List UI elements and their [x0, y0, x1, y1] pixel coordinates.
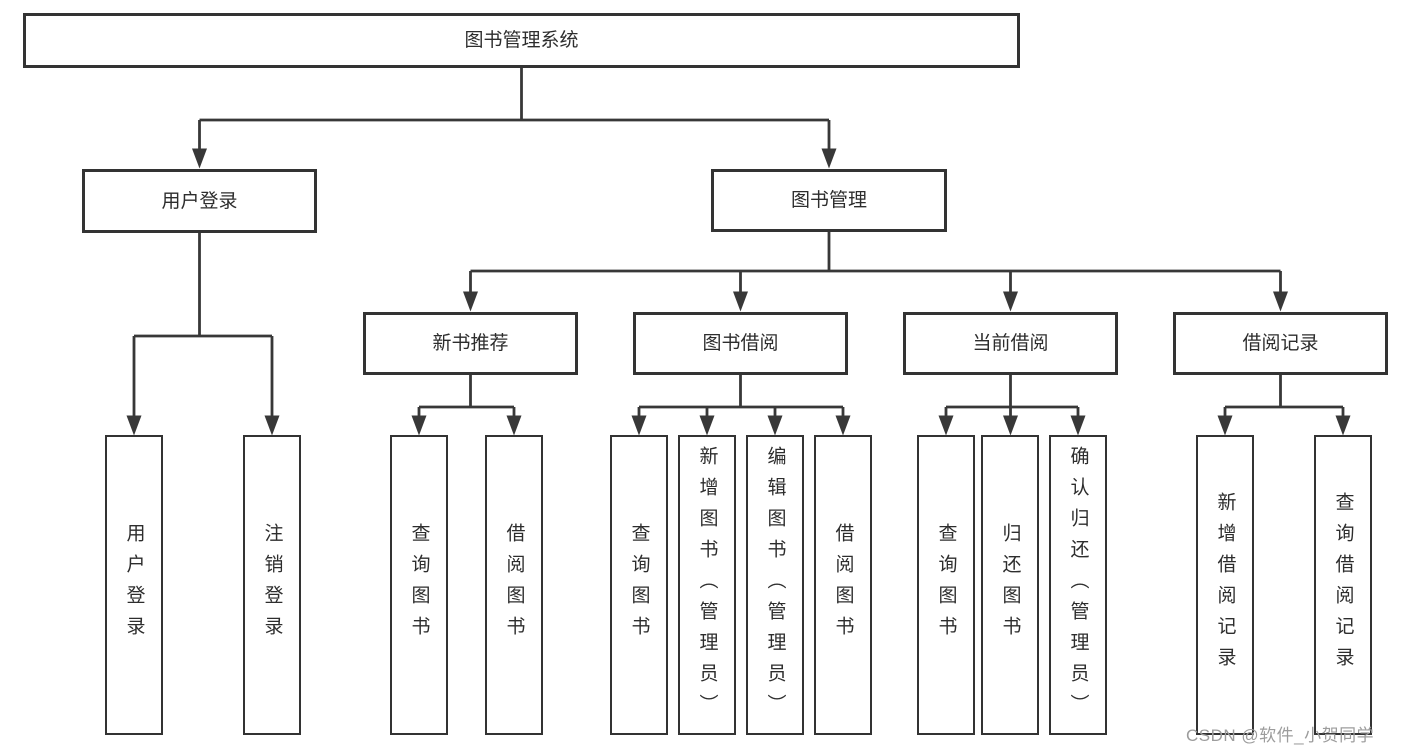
node-label: 注销登录 — [261, 523, 283, 647]
node-label: 查询借阅记录 — [1332, 492, 1354, 678]
node-label: 借阅记录 — [1242, 333, 1319, 354]
node-label: 图书借阅 — [702, 333, 779, 354]
leaf-add-book-admin: 新增图书（管理员） — [678, 435, 736, 735]
leaf-query-books-borrow: 查询图书 — [610, 435, 668, 735]
arrow-down-icon — [835, 415, 851, 436]
arrow-down-icon — [1217, 415, 1233, 436]
leaf-add-borrow-record: 新增借阅记录 — [1196, 435, 1254, 735]
arrow-down-icon — [1003, 291, 1018, 312]
leaf-confirm-return-admin: 确认归还（管理员） — [1049, 435, 1107, 735]
arrow-down-icon — [938, 415, 954, 436]
connector-root-to-level2 — [192, 68, 837, 169]
connector-new-book-recommend-to-leaves — [411, 375, 522, 436]
node-label: 查询图书 — [408, 523, 430, 647]
node-label: 确认归还（管理员） — [1067, 445, 1089, 725]
node-label: 新书推荐 — [432, 333, 509, 354]
node-label: 用户登录 — [123, 523, 145, 647]
arrow-down-icon — [126, 415, 142, 436]
arrow-down-icon — [733, 291, 748, 312]
arrow-down-icon — [699, 415, 715, 436]
arrow-down-icon — [1335, 415, 1351, 436]
connector-book-management-to-level3 — [463, 232, 1288, 312]
connector-borrow-records-to-leaves — [1217, 375, 1351, 436]
node-label: 借阅图书 — [503, 523, 525, 647]
leaf-borrow-books-recommend: 借阅图书 — [485, 435, 543, 735]
leaf-logout: 注销登录 — [243, 435, 301, 735]
node-borrow-records: 借阅记录 — [1173, 312, 1388, 375]
node-current-borrow: 当前借阅 — [903, 312, 1118, 375]
leaf-user-login: 用户登录 — [105, 435, 163, 735]
leaf-query-books-current: 查询图书 — [917, 435, 975, 735]
node-label: 当前借阅 — [972, 333, 1049, 354]
leaf-borrow-books: 借阅图书 — [814, 435, 872, 735]
leaf-return-book: 归还图书 — [981, 435, 1039, 735]
node-label: 编辑图书（管理员） — [764, 445, 786, 725]
arrow-down-icon — [463, 291, 478, 312]
leaf-edit-book-admin: 编辑图书（管理员） — [746, 435, 804, 735]
arrow-down-icon — [192, 148, 207, 169]
arrow-down-icon — [411, 415, 427, 436]
node-new-book-recommend: 新书推荐 — [363, 312, 578, 375]
leaf-query-borrow-record: 查询借阅记录 — [1314, 435, 1372, 735]
arrow-down-icon — [631, 415, 647, 436]
arrow-down-icon — [1070, 415, 1086, 436]
connector-user-login-to-leaves — [126, 233, 280, 436]
csdn-watermark: CSDN @软件_小贺同学 — [1186, 726, 1375, 745]
node-label: 查询图书 — [628, 523, 650, 647]
connector-book-borrow-to-leaves — [631, 375, 851, 436]
arrow-down-icon — [1273, 291, 1288, 312]
connector-current-borrow-to-leaves — [938, 375, 1086, 436]
node-label: 图书管理系统 — [464, 30, 579, 51]
node-label: 用户登录 — [161, 190, 238, 212]
node-label: 归还图书 — [999, 523, 1021, 647]
arrow-down-icon — [506, 415, 522, 436]
node-user-login: 用户登录 — [82, 169, 317, 233]
node-label: 新增图书（管理员） — [696, 445, 718, 725]
node-label: 借阅图书 — [832, 523, 854, 647]
node-book-borrow: 图书借阅 — [633, 312, 848, 375]
node-label: 查询图书 — [935, 523, 957, 647]
leaf-query-books-recommend: 查询图书 — [390, 435, 448, 735]
arrow-down-icon — [821, 148, 837, 169]
arrow-down-icon — [264, 415, 280, 436]
node-book-management: 图书管理 — [711, 169, 947, 232]
arrow-down-icon — [767, 415, 783, 436]
arrow-down-icon — [1003, 415, 1018, 436]
node-label: 新增借阅记录 — [1214, 492, 1236, 678]
node-library-management-system: 图书管理系统 — [23, 13, 1020, 68]
node-label: 图书管理 — [790, 190, 867, 211]
